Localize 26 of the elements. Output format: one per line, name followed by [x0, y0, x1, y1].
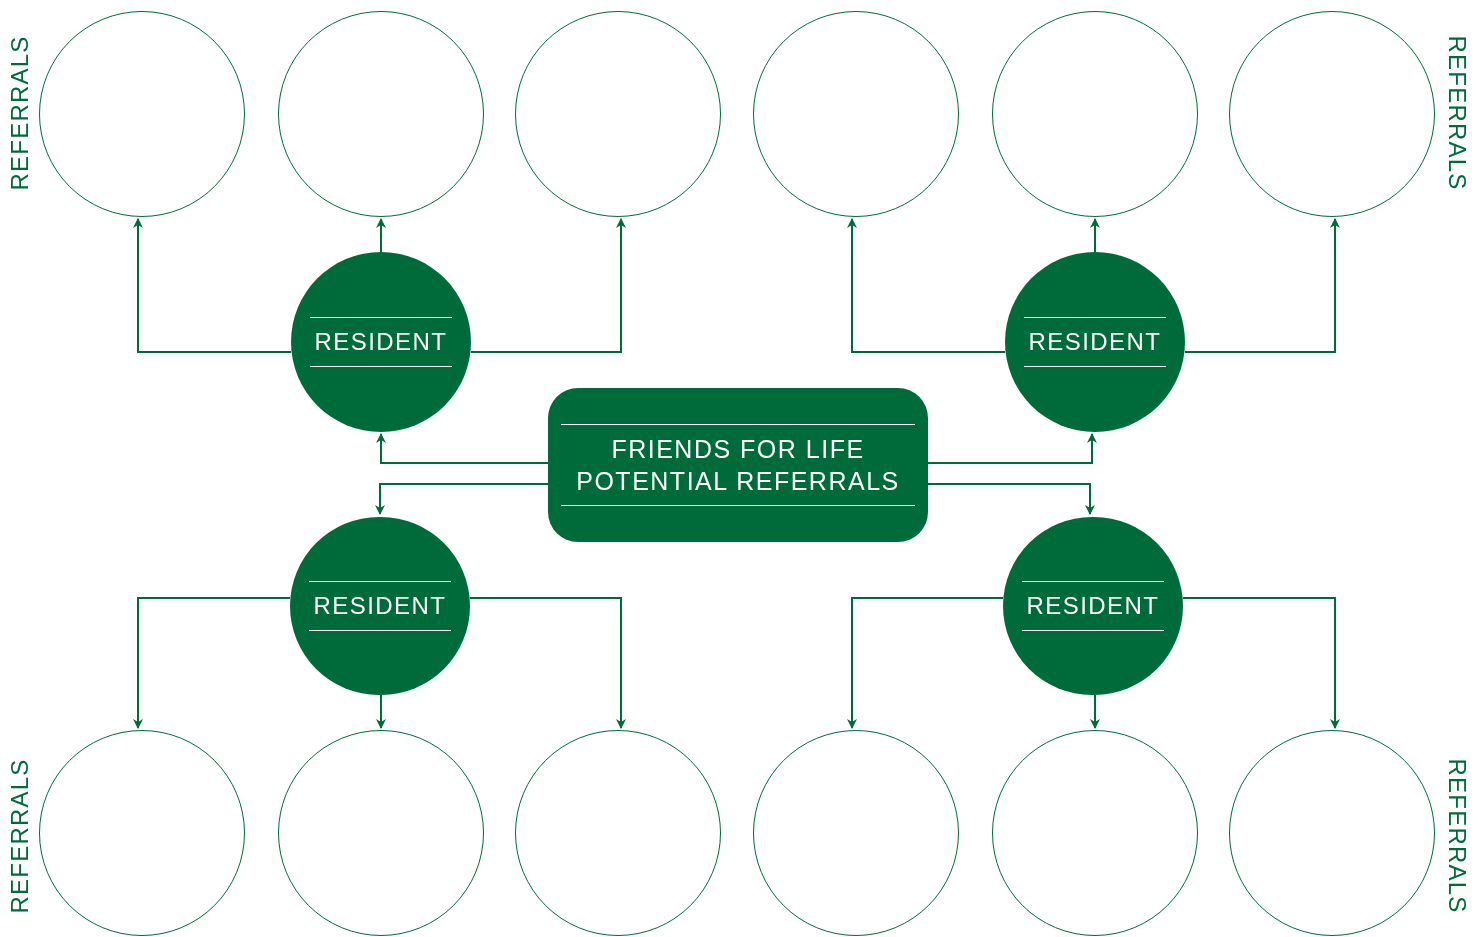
arrow [847, 597, 1004, 730]
side-label: REFERRALS [7, 758, 33, 914]
node-label: RESIDENT [314, 328, 448, 356]
arrow [927, 483, 1095, 516]
center-title: FRIENDS FOR LIFE POTENTIAL REFERRALS [575, 434, 901, 497]
arrow [470, 217, 626, 353]
arrow [375, 483, 549, 515]
arrow [847, 217, 1006, 353]
node-label: RESIDENT [1026, 592, 1160, 620]
arrow [1090, 218, 1100, 253]
arrow [927, 432, 1097, 464]
arrow [376, 218, 386, 253]
side-label: REFERRALS [1444, 35, 1470, 191]
side-label: REFERRALS [7, 35, 33, 191]
arrow [133, 597, 291, 730]
arrow [469, 597, 626, 730]
center-box [548, 388, 928, 542]
node-label: RESIDENT [1028, 328, 1162, 356]
node-label: RESIDENT [313, 592, 447, 620]
arrow [1184, 217, 1340, 353]
arrow [133, 217, 292, 353]
arrow [1182, 597, 1340, 730]
arrow [1090, 694, 1100, 729]
arrow [376, 694, 386, 729]
arrow [376, 433, 549, 464]
side-label: REFERRALS [1444, 758, 1470, 914]
